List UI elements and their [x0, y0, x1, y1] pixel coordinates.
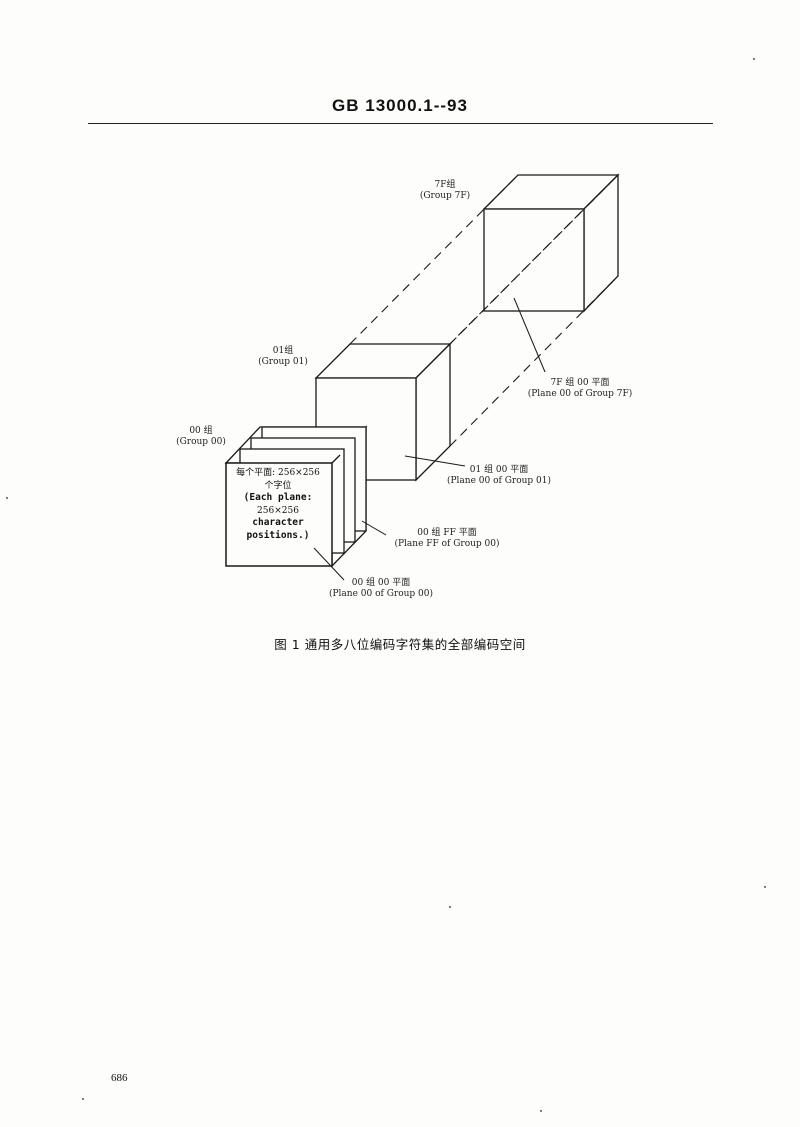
scan-speck [449, 906, 451, 908]
header-rule [88, 123, 713, 124]
plane-description: 每个平面: 256×256 个字位 (Each plane: 256×256 c… [236, 468, 320, 541]
leader-lines [313, 297, 546, 581]
page-number: 686 [111, 1072, 128, 1084]
scan-speck [753, 58, 755, 60]
scan-speck [540, 1110, 542, 1112]
group-01-label: 01组 (Group 01) [258, 346, 308, 367]
group-00-label: 00 组 (Group 00) [176, 426, 226, 447]
dashed-connectors [349, 174, 619, 447]
plane-00-group-01-label: 01 组 00 平面 (Plane 00 of Group 01) [446, 465, 551, 486]
group-7f-label: 7F组 (Group 7F) [419, 180, 471, 201]
plane-00-group-00-label: 00 组 00 平面 (Plane 00 of Group 00) [328, 578, 433, 599]
plane-00-group-7f-label: 7F 组 00 平面 (Plane 00 of Group 7F) [527, 378, 633, 399]
scan-speck [6, 497, 8, 499]
scan-speck [764, 886, 766, 888]
plane-ff-group-00-label: 00 组 FF 平面 (Plane FF of Group 00) [394, 528, 500, 549]
group-00-plane-stack [224, 425, 368, 568]
figure-caption: 图 1 通用多八位编码字符集的全部编码空间 [274, 637, 526, 652]
standard-number-header: GB 13000.1--93 [332, 96, 468, 115]
scan-speck [82, 1098, 84, 1100]
